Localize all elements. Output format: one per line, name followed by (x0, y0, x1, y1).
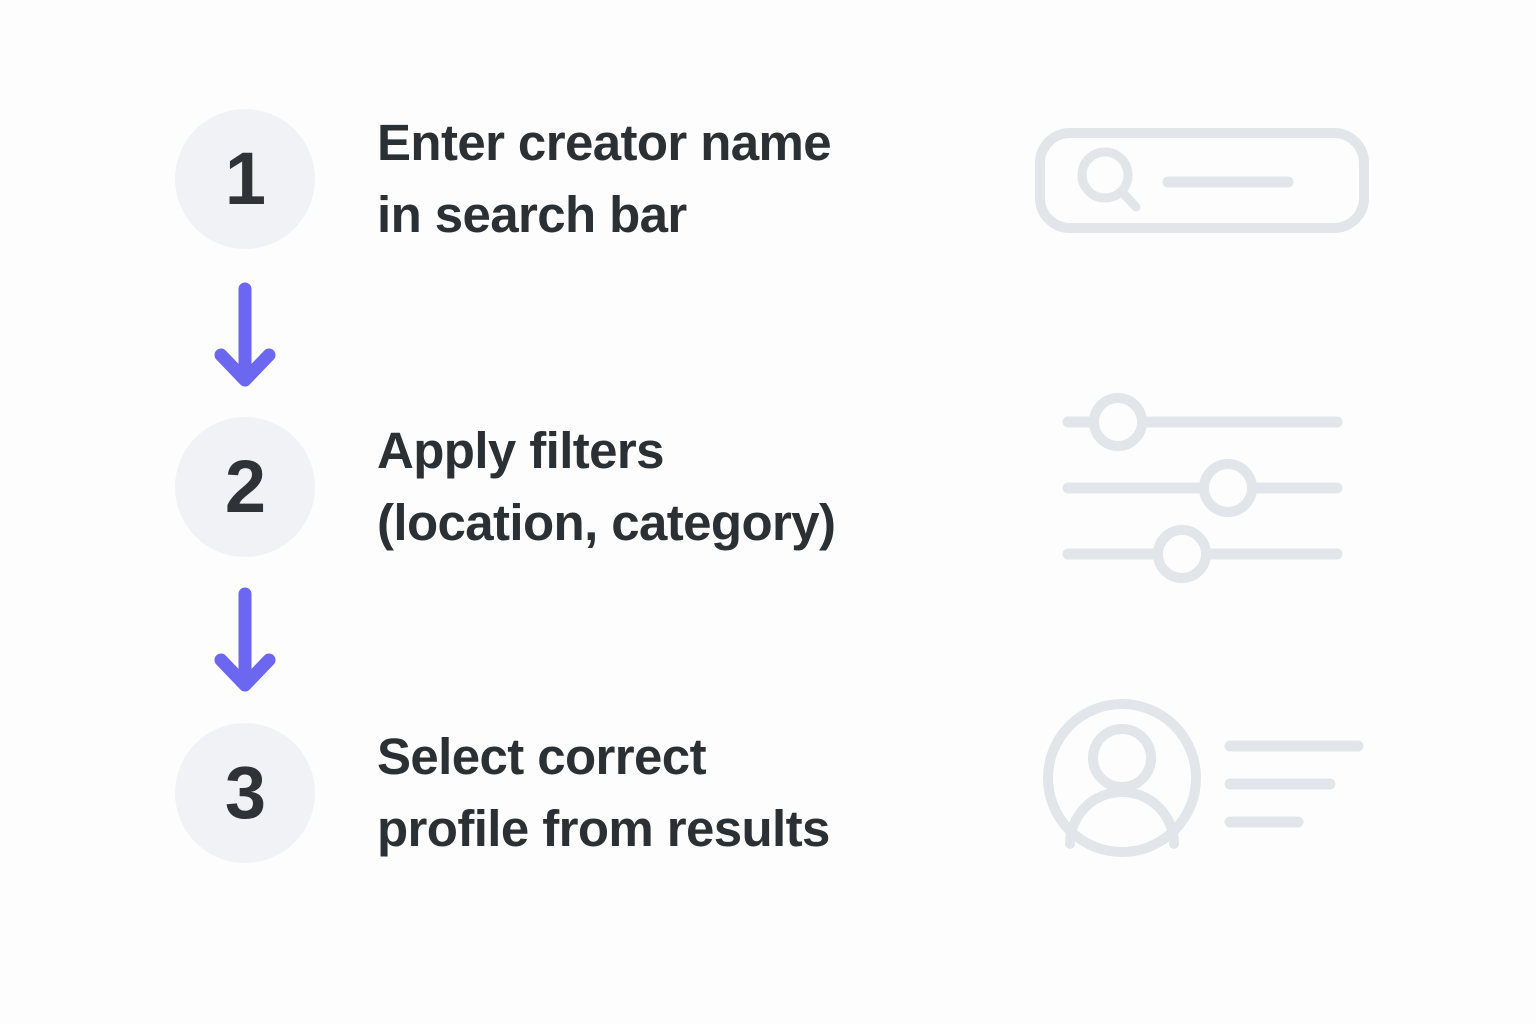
slider-row-3 (1062, 525, 1343, 583)
arrow-down-icon (214, 587, 276, 692)
slider-thumb-1 (1089, 393, 1147, 451)
result-detail-lines (1224, 740, 1364, 828)
step-label-3: Select correct profile from results (377, 721, 997, 866)
step-label-1-line-2: in search bar (377, 186, 687, 243)
profile-result-illustration[interactable] (1040, 696, 1370, 861)
step-row-2: 2 Apply filters (location, category) (0, 416, 1536, 558)
search-bar-illustration[interactable] (1035, 128, 1369, 233)
step-label-2-line-1: Apply filters (377, 421, 665, 479)
step-label-1: Enter creator name in search bar (377, 107, 997, 252)
step-row-3: 3 Select correct profile from results (0, 722, 1536, 864)
step-label-2: Apply filters (location, category) (377, 415, 997, 560)
avatar-head (1088, 724, 1156, 792)
avatar-shoulders (1065, 787, 1179, 849)
step-number-2: 2 (224, 445, 266, 528)
step-badge-1: 1 (175, 109, 315, 249)
slider-thumb-2 (1199, 459, 1257, 517)
slider-row-2 (1062, 459, 1343, 517)
step-number-3: 3 (224, 751, 266, 834)
search-icon (1077, 147, 1141, 212)
person-avatar-icon (1043, 699, 1201, 857)
step-badge-3: 3 (175, 723, 315, 863)
step-label-1-line-1: Enter creator name (377, 113, 832, 171)
slider-thumb-3 (1153, 525, 1211, 583)
arrow-step1-to-step2 (213, 282, 277, 389)
step-label-3-line-1: Select correct (377, 727, 707, 785)
step-row-1: 1 Enter creator name in search bar (0, 108, 1536, 250)
filter-sliders-illustration[interactable] (1060, 392, 1345, 583)
search-bar-outline (1035, 128, 1369, 233)
arrow-down-icon (214, 282, 276, 387)
step-badge-2: 2 (175, 417, 315, 557)
step-label-3-line-2: profile from results (377, 800, 830, 857)
step-number-1: 1 (224, 137, 266, 220)
step-label-2-line-2: (location, category) (377, 494, 836, 551)
slider-row-1 (1062, 393, 1343, 451)
arrow-step2-to-step3 (213, 587, 277, 694)
